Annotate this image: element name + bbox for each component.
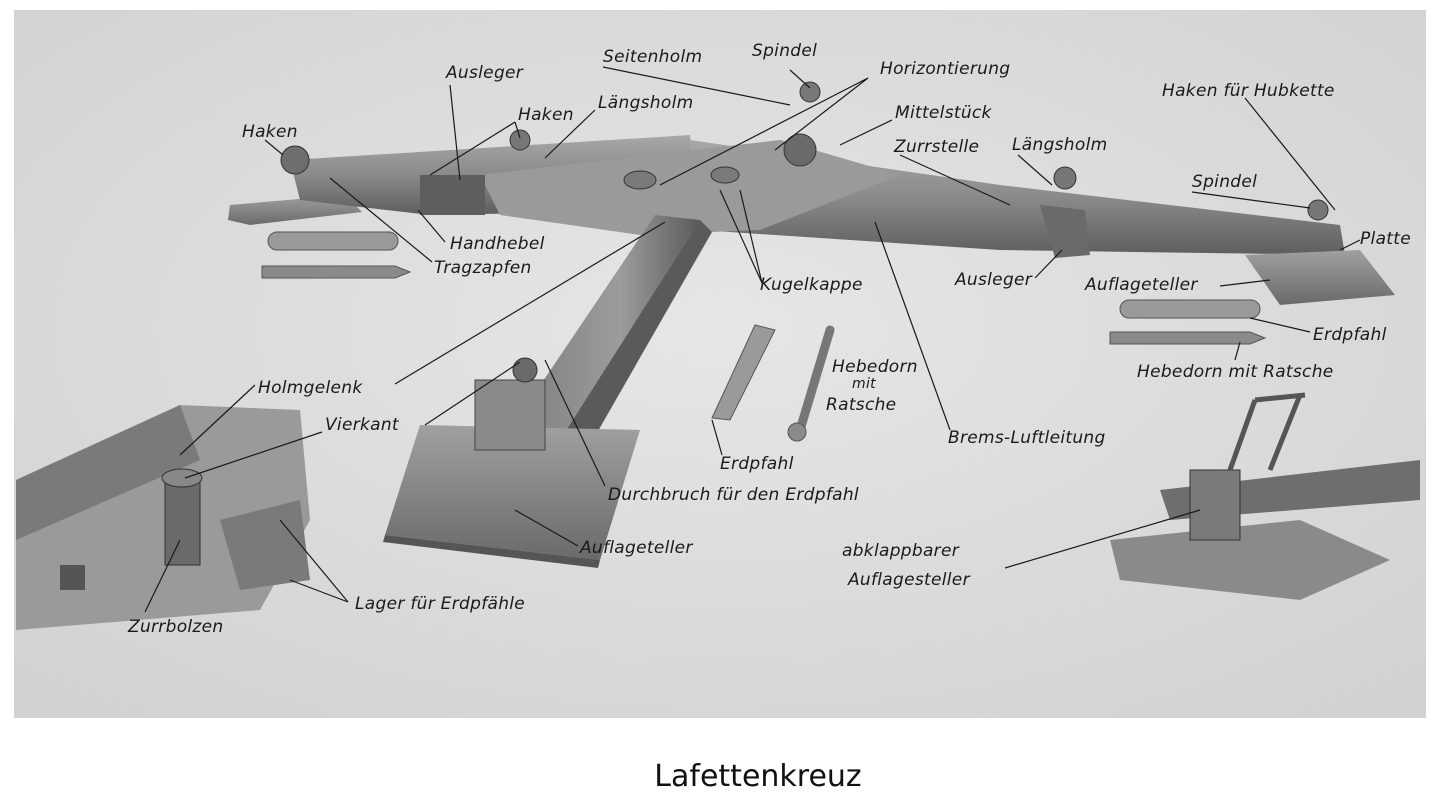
label-seitenholm: Seitenholm <box>603 47 702 67</box>
label-laengsholm-right: Längsholm <box>1012 135 1107 155</box>
label-erdpfahl-right: Erdpfahl <box>1313 325 1387 345</box>
label-auflageteller-right: Auflageteller <box>1084 275 1198 295</box>
right-plate <box>1245 250 1395 305</box>
left-outrigger <box>420 175 485 215</box>
label-spindel-top: Spindel <box>752 41 817 61</box>
label-spindel-right: Spindel <box>1192 172 1257 192</box>
leader-lines <box>144 66 1361 613</box>
label-zurrstelle: Zurrstelle <box>893 137 979 157</box>
label-haken-left: Haken <box>242 122 298 142</box>
label-auflagesteller: Auflagesteller <box>847 570 971 590</box>
center-plate <box>385 425 640 560</box>
label-platte: Platte <box>1360 229 1411 249</box>
label-holmgelenk: Holmgelenk <box>258 378 363 398</box>
label-mittelstueck: Mittelstück <box>895 103 993 123</box>
loose-parts <box>261 231 1267 442</box>
side-beam <box>500 215 700 445</box>
auflageteller-detail <box>1110 392 1420 600</box>
center-spindle-block <box>474 379 546 451</box>
label-tragzapfen: Tragzapfen <box>434 258 532 278</box>
label-hebedorn-line1: Hebedorn <box>832 357 918 377</box>
figure-caption: Lafettenkreuz <box>654 759 861 794</box>
label-hebedorn-line2: mit <box>852 376 876 392</box>
label-abklappbarer: abklappbarer <box>842 541 960 561</box>
main-cross <box>228 81 1395 568</box>
label-kugelkappe: Kugelkappe <box>760 275 863 295</box>
label-laengsholm-left: Längsholm <box>598 93 693 113</box>
label-handhebel: Handhebel <box>450 234 545 254</box>
label-haken-hubkette: Haken für Hubkette <box>1162 81 1335 101</box>
label-haken-mid: Haken <box>518 105 574 125</box>
label-durchbruch: Durchbruch für den Erdpfahl <box>608 485 859 505</box>
label-zurrbolzen: Zurrbolzen <box>127 617 223 637</box>
label-auflageteller-center: Auflageteller <box>579 538 693 558</box>
center-plate-edge <box>383 535 600 568</box>
side-beam-face <box>560 220 712 445</box>
label-vierkant: Vierkant <box>325 415 400 435</box>
label-ausleger-left: Ausleger <box>445 63 524 83</box>
labels: Seitenholm Spindel Horizontierung Ausleg… <box>127 41 1411 637</box>
label-brems-luftleitung: Brems-Luftleitung <box>948 428 1106 448</box>
right-outrigger <box>1040 205 1090 258</box>
label-lager-erdpfaehle: Lager für Erdpfähle <box>355 594 525 614</box>
label-hebedorn-line3: Ratsche <box>826 395 896 415</box>
label-hebedorn-ratsche-right: Hebedorn mit Ratsche <box>1137 362 1334 382</box>
label-erdpfahl-center: Erdpfahl <box>720 454 794 474</box>
label-ausleger-right: Ausleger <box>954 270 1033 290</box>
label-horizontierung: Horizontierung <box>880 59 1010 79</box>
